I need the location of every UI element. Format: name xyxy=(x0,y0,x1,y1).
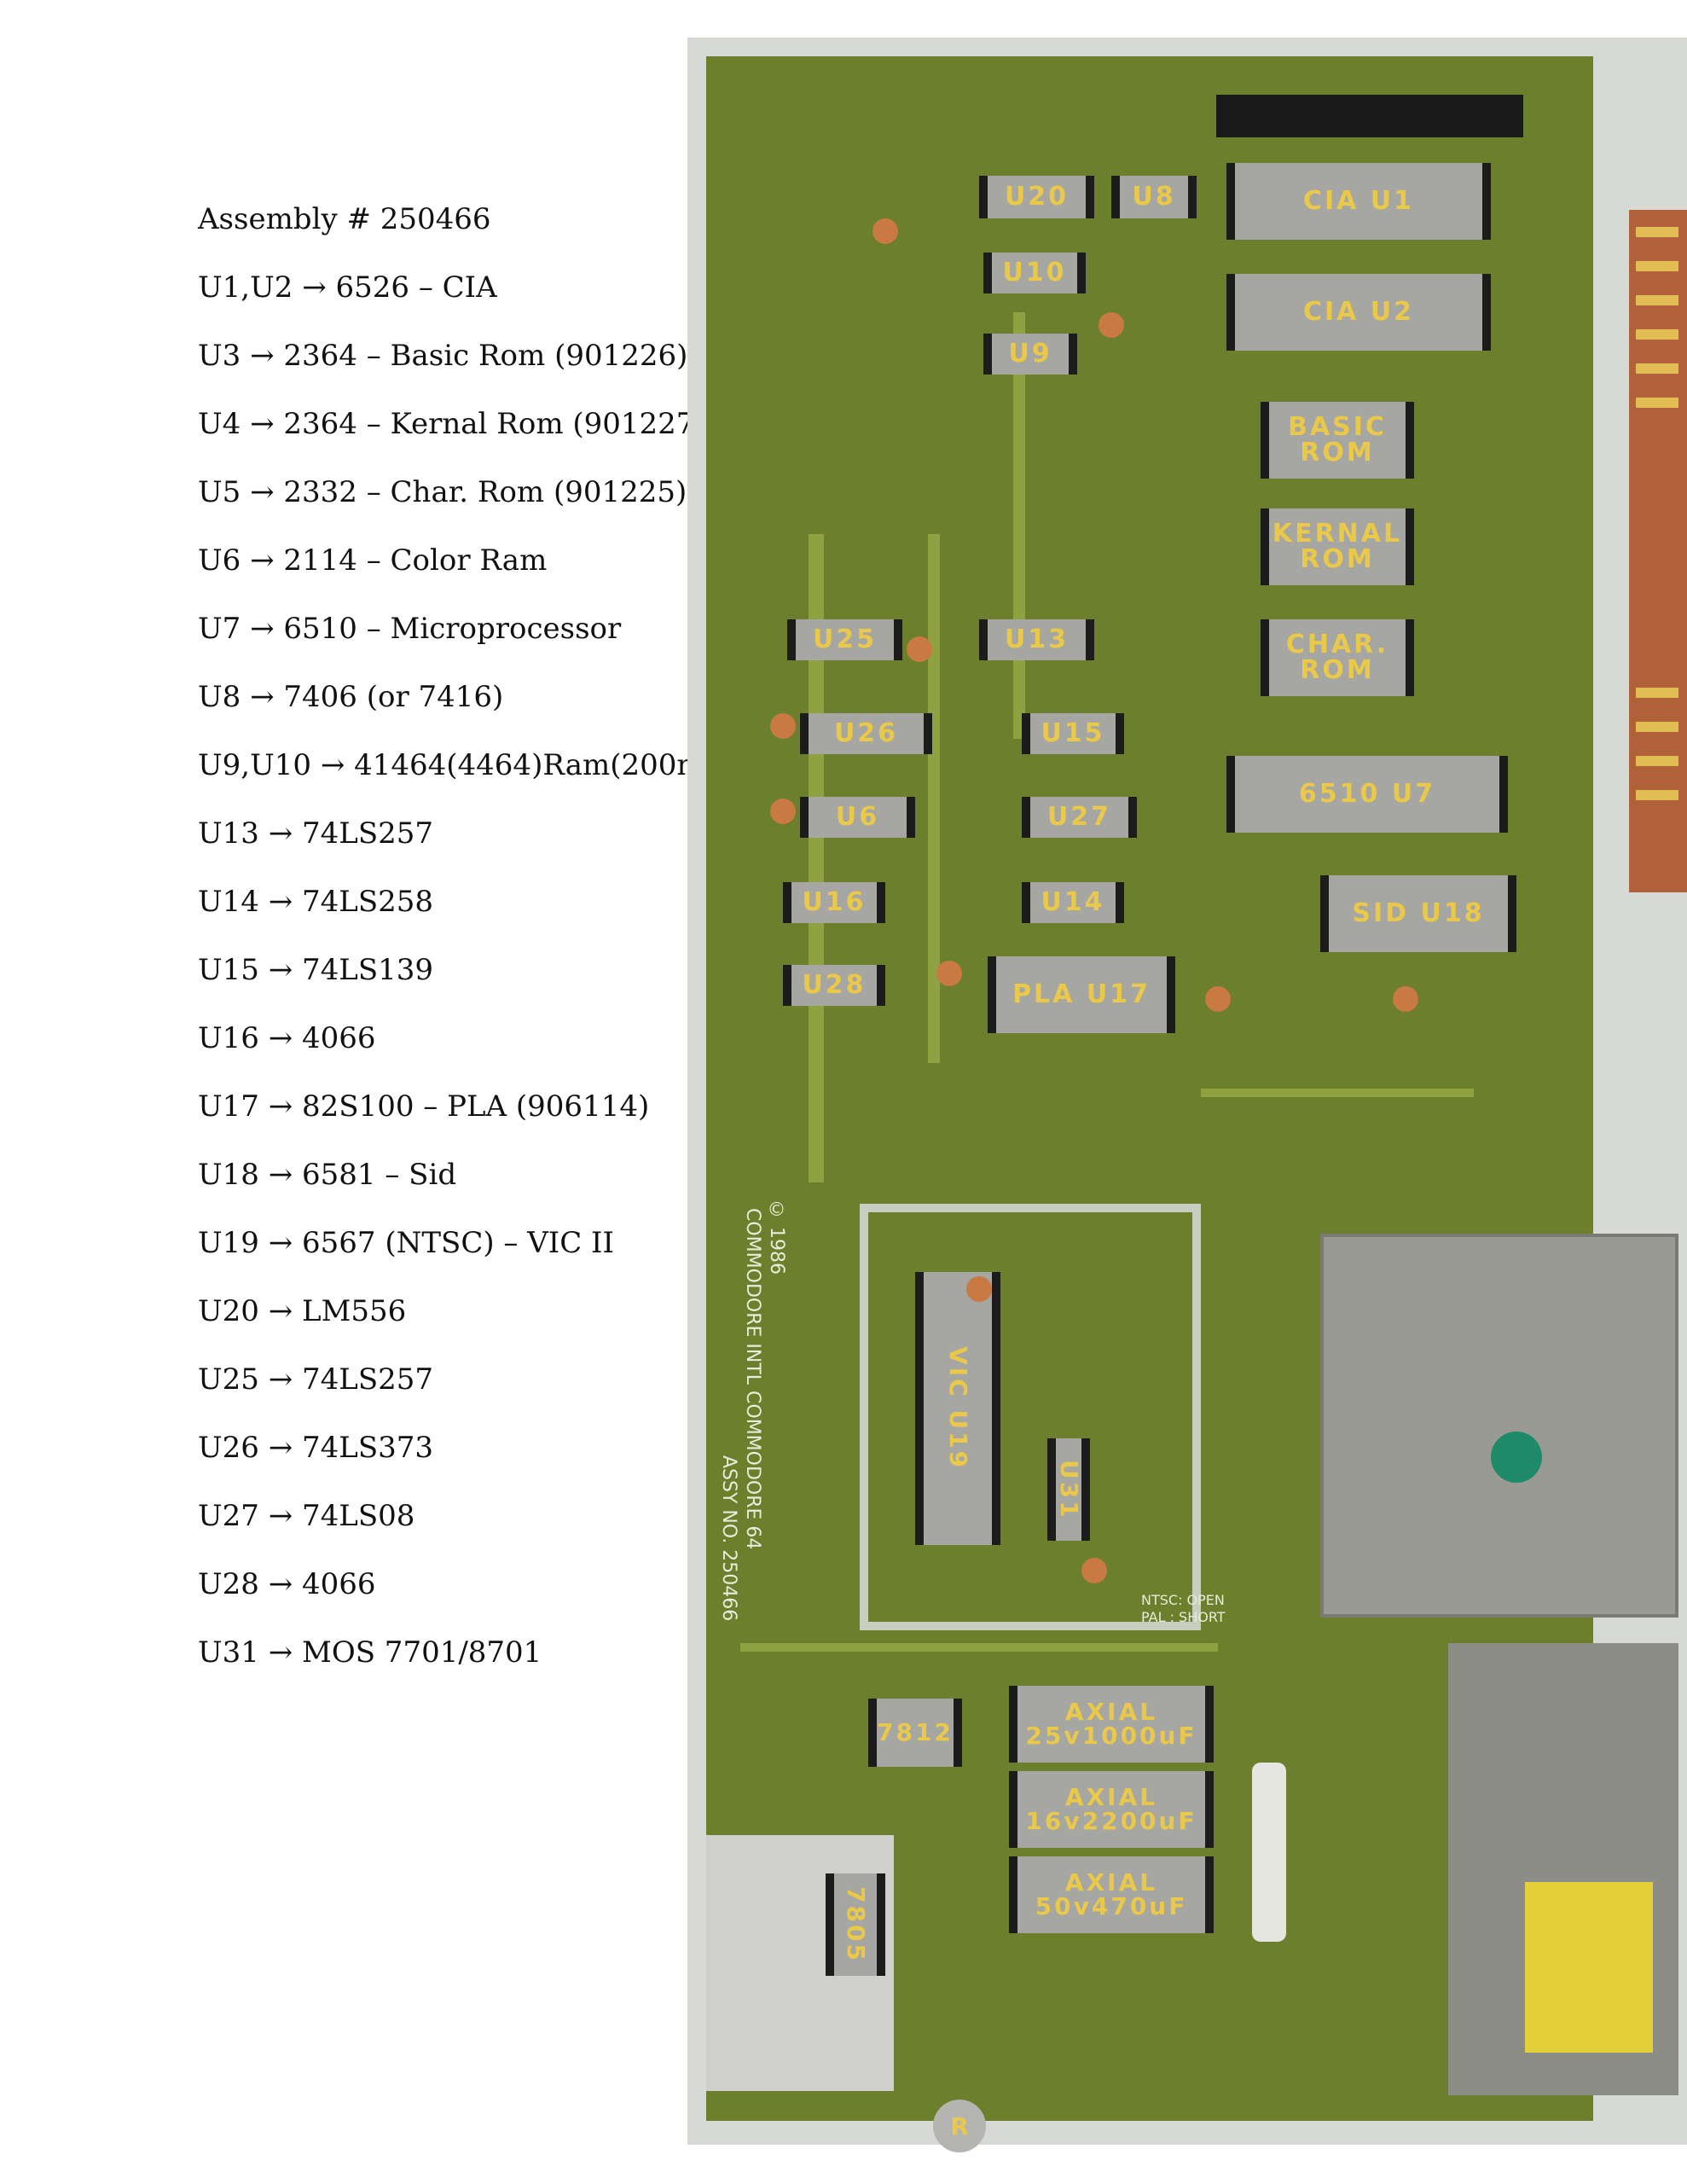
edge-pin xyxy=(1636,398,1678,408)
chip-u27: U27 xyxy=(1022,797,1137,838)
capacitor-16v2200uf: AXIAL 16v2200uF xyxy=(1009,1771,1214,1848)
edge-pin xyxy=(1636,790,1678,800)
chip-u15: U15 xyxy=(1022,713,1124,754)
chip-u9: U9 xyxy=(983,334,1077,375)
pcb-trace xyxy=(1201,1089,1474,1097)
chip-u28: U28 xyxy=(783,965,885,1006)
capacitor-25v1000uf: AXIAL 25v1000uF xyxy=(1009,1686,1214,1763)
silkscreen-maker: COMMODORE INTL COMMODORE 64 xyxy=(742,1208,763,1550)
chip-u25: U25 xyxy=(787,619,902,660)
ceramic-capacitor xyxy=(1205,986,1231,1012)
legend-item: U15 → 74LS139 xyxy=(198,953,434,987)
edge-pin xyxy=(1636,756,1678,766)
silkscreen-assy: ASSY NO. 250466 xyxy=(718,1455,739,1622)
chip-u14: U14 xyxy=(1022,882,1124,923)
ceramic-capacitor xyxy=(936,961,962,986)
ceramic-capacitor xyxy=(872,218,898,244)
chip-sid-u18: SID U18 xyxy=(1320,875,1516,952)
edge-pin xyxy=(1636,227,1678,237)
legend-item: U4 → 2364 – Kernal Rom (901227) xyxy=(198,407,706,441)
chip-vic-u19: VIC U19 xyxy=(915,1272,1000,1545)
fuse xyxy=(1252,1763,1286,1942)
pcb-trace xyxy=(809,534,824,1182)
edge-pin xyxy=(1636,295,1678,305)
rf-modulator-shield xyxy=(1320,1234,1678,1618)
legend-item: U26 → 74LS373 xyxy=(198,1431,434,1465)
vic-shield-outline xyxy=(860,1204,1201,1630)
legend-item: U5 → 2332 – Char. Rom (901225) xyxy=(198,475,687,509)
edge-pin xyxy=(1636,363,1678,374)
chip-u16: U16 xyxy=(783,882,885,923)
regulator-7805: 7805 xyxy=(826,1873,885,1976)
legend-item: U28 → 4066 xyxy=(198,1567,376,1601)
rf-shield-sticker xyxy=(1491,1432,1542,1483)
chip-6510-u7: 6510 U7 xyxy=(1226,756,1508,833)
legend-item: U13 → 74LS257 xyxy=(198,816,434,851)
silkscreen-ntsc: NTSC: OPEN xyxy=(1141,1592,1225,1608)
ceramic-capacitor xyxy=(907,636,932,662)
chip-basic-rom: BASIC ROM xyxy=(1261,402,1414,479)
legend-item: U27 → 74LS08 xyxy=(198,1499,415,1533)
chip-u13: U13 xyxy=(979,619,1094,660)
pcb-surface: U20 U8 CIA U1 U10 CIA U2 U9 BASIC ROM KE… xyxy=(706,56,1687,2152)
legend-item: U7 → 6510 – Microprocessor xyxy=(198,612,622,646)
ceramic-capacitor xyxy=(770,713,796,739)
legend-item: U17 → 82S100 – PLA (906114) xyxy=(198,1089,650,1124)
chip-char-rom: CHAR. ROM xyxy=(1261,619,1414,696)
ceramic-capacitor xyxy=(966,1276,992,1302)
legend-item: U8 → 7406 (or 7416) xyxy=(198,680,504,714)
silkscreen-pal: PAL : SHORT xyxy=(1141,1609,1226,1625)
chip-u6: U6 xyxy=(800,797,915,838)
chip-u8: U8 xyxy=(1111,176,1197,218)
expansion-edge-connector xyxy=(1629,210,1687,892)
ceramic-capacitor xyxy=(1099,312,1124,338)
legend-title: Assembly # 250466 xyxy=(198,202,491,236)
chip-u31: U31 xyxy=(1047,1438,1090,1541)
pcb-trace xyxy=(928,534,940,1063)
ceramic-capacitor xyxy=(770,799,796,824)
chip-u26: U26 xyxy=(800,713,932,754)
modulator-label-sticker xyxy=(1525,1882,1653,2053)
legend-item: U14 → 74LS258 xyxy=(198,885,434,919)
capacitor-50v470uf: AXIAL 50v470uF xyxy=(1009,1856,1214,1933)
chip-pla-u17: PLA U17 xyxy=(988,956,1175,1033)
legend-item: U1,U2 → 6526 – CIA xyxy=(198,270,497,305)
keyboard-header-connector xyxy=(1216,95,1523,137)
edge-pin xyxy=(1636,329,1678,340)
legend-item: U18 → 6581 – Sid xyxy=(198,1158,457,1192)
pcb-trace xyxy=(1013,312,1025,739)
edge-pin xyxy=(1636,688,1678,698)
chip-u10: U10 xyxy=(983,253,1086,293)
legend-item: U16 → 4066 xyxy=(198,1021,376,1055)
ceramic-capacitor xyxy=(1081,1558,1107,1583)
edge-pin xyxy=(1636,722,1678,732)
legend-item: U3 → 2364 – Basic Rom (901226) xyxy=(198,339,688,373)
motherboard-photo: U20 U8 CIA U1 U10 CIA U2 U9 BASIC ROM KE… xyxy=(687,38,1687,2152)
legend-item: U6 → 2114 – Color Ram xyxy=(198,543,548,578)
legend-item: U25 → 74LS257 xyxy=(198,1362,434,1397)
chip-cia-u1: CIA U1 xyxy=(1226,163,1491,240)
chip-u20: U20 xyxy=(979,176,1094,218)
legend-item: U20 → LM556 xyxy=(198,1294,407,1328)
ceramic-capacitor xyxy=(1393,986,1418,1012)
pcb-trace xyxy=(740,1643,1218,1652)
marker-r: R xyxy=(933,2100,986,2152)
legend-item: U19 → 6567 (NTSC) – VIC II xyxy=(198,1226,614,1260)
legend-item: U9,U10 → 41464(4464)Ram(200ns) xyxy=(198,748,722,782)
edge-pin xyxy=(1636,261,1678,271)
legend-item: U31 → MOS 7701/8701 xyxy=(198,1635,542,1670)
chip-cia-u2: CIA U2 xyxy=(1226,274,1491,351)
regulator-7812: 7812 xyxy=(868,1699,962,1767)
chip-kernal-rom: KERNAL ROM xyxy=(1261,508,1414,585)
silkscreen-copyright: © 1986 xyxy=(766,1199,787,1275)
